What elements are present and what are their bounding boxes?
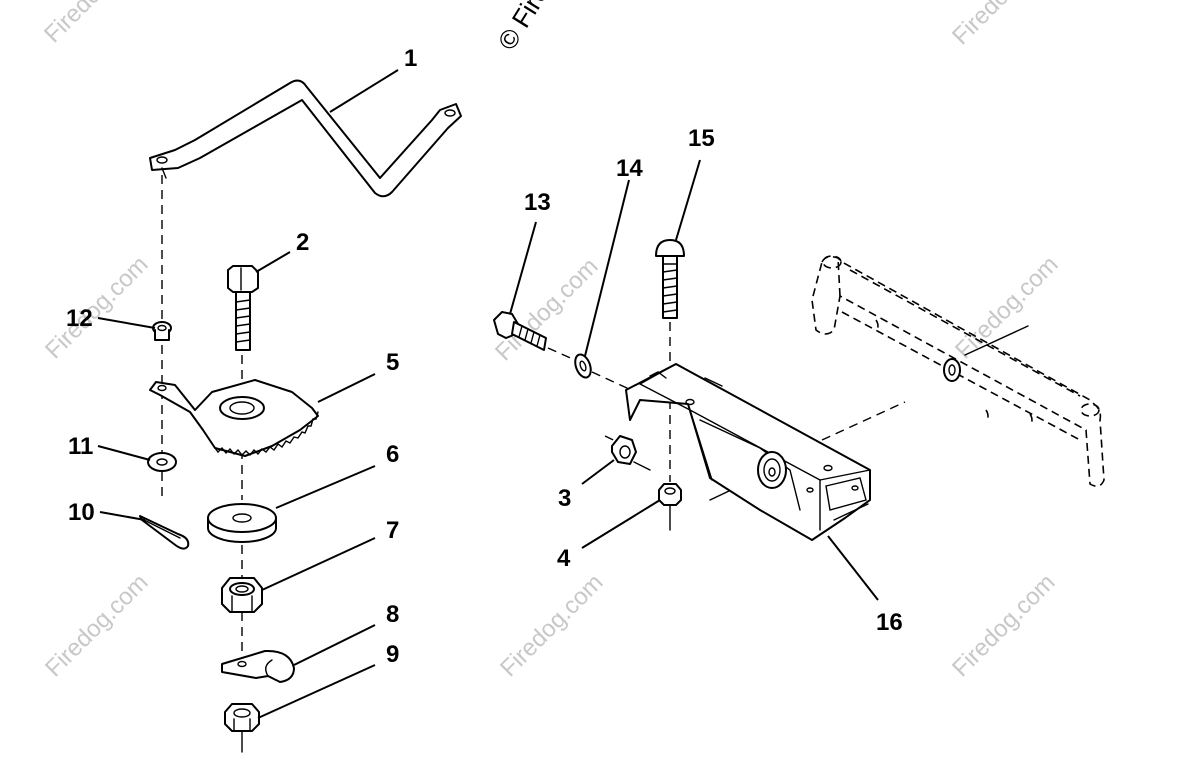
callout-9: 9 bbox=[386, 641, 399, 668]
callout-3: 3 bbox=[558, 485, 571, 512]
copyright-watermark: © Firedog.com bbox=[492, 0, 608, 55]
watermark-1: Firedog.com bbox=[39, 0, 152, 48]
callout-12: 12 bbox=[66, 305, 93, 332]
watermark-7: Firedog.com bbox=[495, 569, 608, 682]
callout-6: 6 bbox=[386, 441, 399, 468]
callout-5: 5 bbox=[386, 349, 399, 376]
hex-nut-right-part bbox=[658, 483, 682, 506]
callout-11: 11 bbox=[68, 433, 93, 460]
clip-part bbox=[221, 649, 295, 683]
hex-nut-large-part bbox=[221, 577, 263, 613]
callout-7: 7 bbox=[386, 517, 399, 544]
callout-15: 15 bbox=[688, 125, 715, 152]
bracket-assembly-part bbox=[625, 363, 871, 541]
washer-angled-part bbox=[574, 353, 592, 379]
callout-2: 2 bbox=[296, 229, 309, 256]
hex-bolt-angled-part bbox=[493, 311, 547, 351]
watermark-3: Firedog.com bbox=[40, 251, 153, 364]
right-center-lines bbox=[547, 322, 1029, 531]
gear-sector-part bbox=[149, 379, 319, 457]
callout-16: 16 bbox=[876, 609, 903, 636]
flat-washer-part bbox=[147, 452, 177, 472]
callout-8: 8 bbox=[386, 601, 399, 628]
carriage-bolt-part bbox=[655, 239, 685, 319]
callouts: 1 2 3 4 5 6 7 8 9 10 11 12 13 14 15 16 bbox=[66, 45, 903, 668]
callout-1: 1 bbox=[404, 45, 417, 72]
bushing-part bbox=[152, 321, 172, 341]
callout-13: 13 bbox=[524, 189, 551, 216]
shift-rod-part bbox=[149, 79, 462, 198]
callout-4: 4 bbox=[557, 545, 571, 572]
watermark-2: Firedog.com bbox=[947, 0, 1060, 50]
disc-washer-part bbox=[207, 503, 277, 543]
watermark-5: Firedog.com bbox=[950, 251, 1063, 364]
watermark-8: Firedog.com bbox=[947, 569, 1060, 682]
watermarks: © Firedog.com Firedog.com Firedog.com Fi… bbox=[39, 0, 1063, 682]
hex-nut-small-part bbox=[224, 703, 260, 732]
reference-axle-frame bbox=[811, 255, 1105, 488]
callout-10: 10 bbox=[68, 499, 95, 526]
watermark-6: Firedog.com bbox=[40, 569, 153, 682]
leader-lines bbox=[97, 69, 879, 719]
nut-angled-part bbox=[611, 435, 637, 465]
cotter-pin-part bbox=[139, 515, 190, 550]
hex-bolt-part bbox=[227, 265, 259, 351]
callout-14: 14 bbox=[616, 155, 643, 182]
